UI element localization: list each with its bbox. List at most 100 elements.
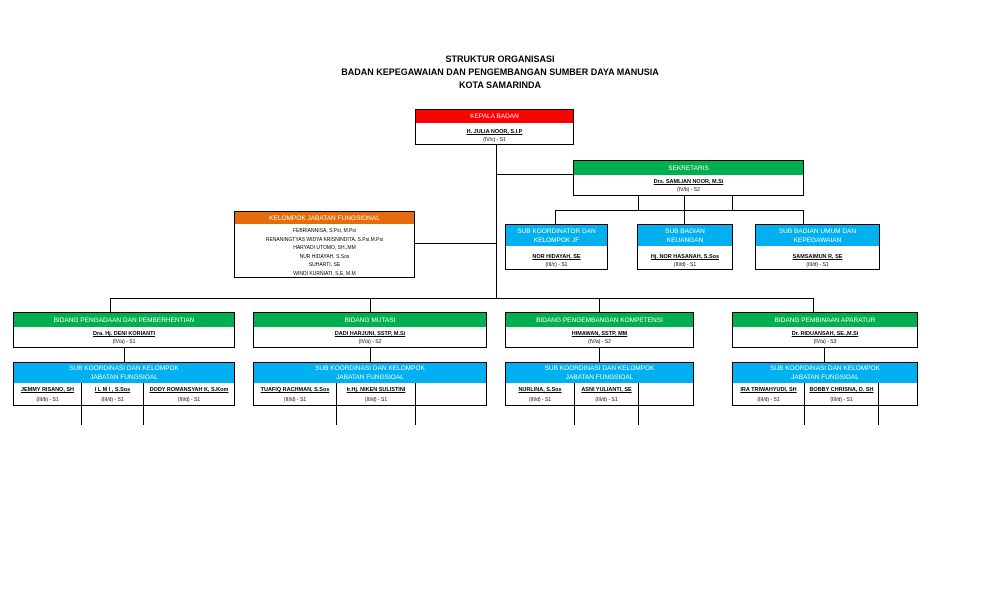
sub-koordinasi-header: SUB KOORDINASI DAN KELOMPOK JABATAN FUNG…: [254, 363, 486, 383]
sub-bagian-keuangan-box: SUB BAGIAN KEUANGAN Hj. NOR HASANAH, S.S…: [637, 224, 733, 270]
staff-name: TUAFIQ RACHMAN, S.Sos: [260, 387, 330, 393]
connector: [110, 298, 814, 299]
bidang-pengembangan-grade: (IV/a) - S2: [588, 339, 611, 345]
bidang-pembinaan-box: BIDANG PEMBINAAN APARATUR Dr. RIDUANSAH,…: [732, 312, 918, 348]
sekretaris-grade: (IV/b) - S2: [677, 187, 700, 193]
staff-name: I L M I , S.Sos: [94, 387, 131, 393]
bidang-pengadaan-box: BIDANG PENGADAAN DAN PEMBERHENTIAN Dra. …: [13, 312, 235, 348]
staff-cell: [879, 383, 917, 425]
jf-member: NUR HIDAYAH, S.Sos: [299, 253, 350, 260]
staff-grade: (III/d) - S1: [283, 397, 307, 403]
connector: [124, 348, 125, 362]
connector: [370, 348, 371, 362]
connector: [732, 196, 733, 211]
chart-title: STRUKTUR ORGANISASI BADAN KEPEGAWAIAN DA…: [250, 53, 750, 92]
jabatan-fungsional-list: FEBRIANNISA, S.Psi, M.Psi RENANINGTYAS W…: [235, 227, 414, 278]
staff-grade: (III/d) - S1: [101, 397, 124, 403]
jf-member: SUHARTI, SE: [308, 262, 341, 268]
jf-member: WINDI KURNIATI, S.E, M.M: [293, 270, 356, 277]
connector: [370, 298, 371, 313]
staff-name: ASNI YULIANTI, SE: [581, 387, 632, 393]
staff-name: IRA TRIWAHYUDI, SH: [740, 387, 797, 393]
bidang-mutasi-box: BIDANG MUTASI DADI HARJUNI, SSTP, M.Si (…: [253, 312, 487, 348]
kepala-badan-name: H. JULIA NOOR, S.I.P: [466, 129, 523, 135]
sub-bagian-keuangan-grade: (III/d) - S1: [673, 262, 697, 268]
staff-cell: DODY ROMANSYAH K, S.Kom (III/d) - S1: [144, 383, 234, 425]
sub-koordinasi-pembinaan-box: SUB KOORDINASI DAN KELOMPOK JABATAN FUNG…: [732, 362, 918, 425]
bidang-pembinaan-name: Dr. RIDUANSAH, SE.,M.Si: [791, 331, 859, 337]
sub-koordinator-jf-header: SUB KOORDINATOR DAN KELOMPOK JF: [506, 225, 607, 246]
staff-cell: NURLINA, S.Sos (III/d) - S1: [506, 383, 575, 425]
jabatan-fungsional-header: KELOMPOK JABATAN FUNGSIONAL: [235, 212, 414, 224]
staff-cell: BOBBY CHRISNA, D. SH (III/d) - S1: [805, 383, 879, 425]
connector: [599, 348, 600, 362]
sekretaris-name: Drs. SAMLIAN NOOR, M.Si: [653, 179, 724, 185]
sub-bagian-umum-name: SAMSAIMUN R, SE: [792, 254, 843, 260]
bidang-pembinaan-header: BIDANG PEMBINAAN APARATUR: [733, 313, 917, 327]
bidang-pengembangan-box: BIDANG PENGEMBANGAN KOMPETENSI HIMAWAN, …: [505, 312, 694, 348]
connector: [824, 348, 825, 362]
staff-grade: (III/d) - S1: [830, 397, 853, 403]
staff-grade: (III/d) - S1: [595, 397, 618, 403]
staff-name: NURLINA, S.Sos: [518, 387, 562, 393]
sub-koordinasi-header: SUB KOORDINASI DAN KELOMPOK JABATAN FUNG…: [733, 363, 917, 383]
bidang-mutasi-header: BIDANG MUTASI: [254, 313, 486, 327]
sub-koordinasi-header: SUB KOORDINASI DAN KELOMPOK JABATAN FUNG…: [14, 363, 234, 383]
connector: [110, 298, 111, 313]
bidang-pembinaan-grade: (IV/a) - S3: [813, 339, 837, 345]
bidang-pengadaan-name: Dra. Hj. DENI KORIANTI: [92, 331, 156, 337]
staff-cell: [639, 383, 693, 425]
connector: [638, 196, 639, 211]
staff-cell: I L M I , S.Sos (III/d) - S1: [82, 383, 144, 425]
staff-name: JEMMY RISANO, SH: [20, 387, 75, 393]
connector: [803, 210, 804, 224]
staff-name: DODY ROMANSYAH K, S.Kom: [149, 387, 229, 393]
staff-cell: [416, 383, 486, 425]
sub-koordinator-jf-name: NOR HIDAYAH, SE: [532, 254, 581, 260]
staff-grade: (III/b) - S1: [36, 397, 59, 403]
sekretaris-header: SEKRETARIS: [574, 161, 803, 175]
kepala-badan-header: KEPALA BADAN: [416, 110, 573, 123]
staff-cell: IRA TRIWAHYUDI, SH (III/d) - S1: [733, 383, 805, 425]
jabatan-fungsional-box: KELOMPOK JABATAN FUNGSIONAL FEBRIANNISA,…: [234, 211, 415, 278]
connector: [415, 243, 497, 244]
connector: [555, 210, 556, 224]
staff-grade: (III/d) - S1: [757, 397, 780, 403]
sekretaris-box: SEKRETARIS Drs. SAMLIAN NOOR, M.Si (IV/b…: [573, 160, 804, 196]
sub-koordinasi-pengembangan-box: SUB KOORDINASI DAN KELOMPOK JABATAN FUNG…: [505, 362, 694, 425]
bidang-mutasi-grade: (IV/a) - S2: [358, 339, 382, 345]
bidang-pengembangan-name: HIMAWAN, SSTP, MM: [571, 331, 628, 337]
sub-bagian-keuangan-header: SUB BAGIAN KEUANGAN: [638, 225, 732, 246]
sub-koordinasi-mutasi-box: SUB KOORDINASI DAN KELOMPOK JABATAN FUNG…: [253, 362, 487, 425]
staff-cell: JEMMY RISANO, SH (III/b) - S1: [14, 383, 82, 425]
bidang-pengadaan-grade: (IV/a) - S1: [112, 339, 136, 345]
staff-cell: TUAFIQ RACHMAN, S.Sos (III/d) - S1: [254, 383, 337, 425]
title-line-3: KOTA SAMARINDA: [459, 80, 541, 90]
staff-cell: Ir.Hj. NIKEN SULISTINI (III/d) - S1: [337, 383, 416, 425]
sub-bagian-umum-header: SUB BAGIAN UMUM DAN KEPEGAWAIAN: [756, 225, 879, 246]
bidang-pengembangan-header: BIDANG PENGEMBANGAN KOMPETENSI: [506, 313, 693, 327]
title-line-2: BADAN KEPEGAWAIAN DAN PENGEMBANGAN SUMBE…: [341, 67, 659, 77]
connector: [555, 210, 804, 211]
staff-cell: ASNI YULIANTI, SE (III/d) - S1: [575, 383, 639, 425]
sub-bagian-umum-grade: (III/d) - S1: [806, 262, 829, 268]
jf-member: FEBRIANNISA, S.Psi, M.Psi: [292, 228, 357, 234]
sub-bagian-umum-box: SUB BAGIAN UMUM DAN KEPEGAWAIAN SAMSAIMU…: [755, 224, 880, 270]
staff-grade: (III/d) - S1: [364, 397, 388, 403]
staff-grade: (III/d) - S1: [177, 397, 201, 403]
bidang-pengadaan-header: BIDANG PENGADAAN DAN PEMBERHENTIAN: [14, 313, 234, 327]
jf-member: HARYADI UTOMO, SH.,MM: [293, 245, 356, 251]
connector: [496, 174, 573, 175]
title-line-1: STRUKTUR ORGANISASI: [445, 54, 555, 64]
connector: [496, 145, 497, 298]
kepala-badan-grade: (IV/c) - S1: [483, 137, 506, 143]
staff-grade: (III/d) - S1: [528, 397, 552, 403]
connector: [684, 196, 685, 224]
sub-koordinasi-pengadaan-box: SUB KOORDINASI DAN KELOMPOK JABATAN FUNG…: [13, 362, 235, 425]
sub-koordinasi-header: SUB KOORDINASI DAN KELOMPOK JABATAN FUNG…: [506, 363, 693, 383]
sub-koordinator-jf-box: SUB KOORDINATOR DAN KELOMPOK JF NOR HIDA…: [505, 224, 608, 270]
connector: [813, 298, 814, 313]
connector: [599, 298, 600, 313]
sub-koordinator-jf-grade: (III/c) - S1: [545, 262, 568, 268]
bidang-mutasi-name: DADI HARJUNI, SSTP, M.Si: [334, 331, 406, 337]
